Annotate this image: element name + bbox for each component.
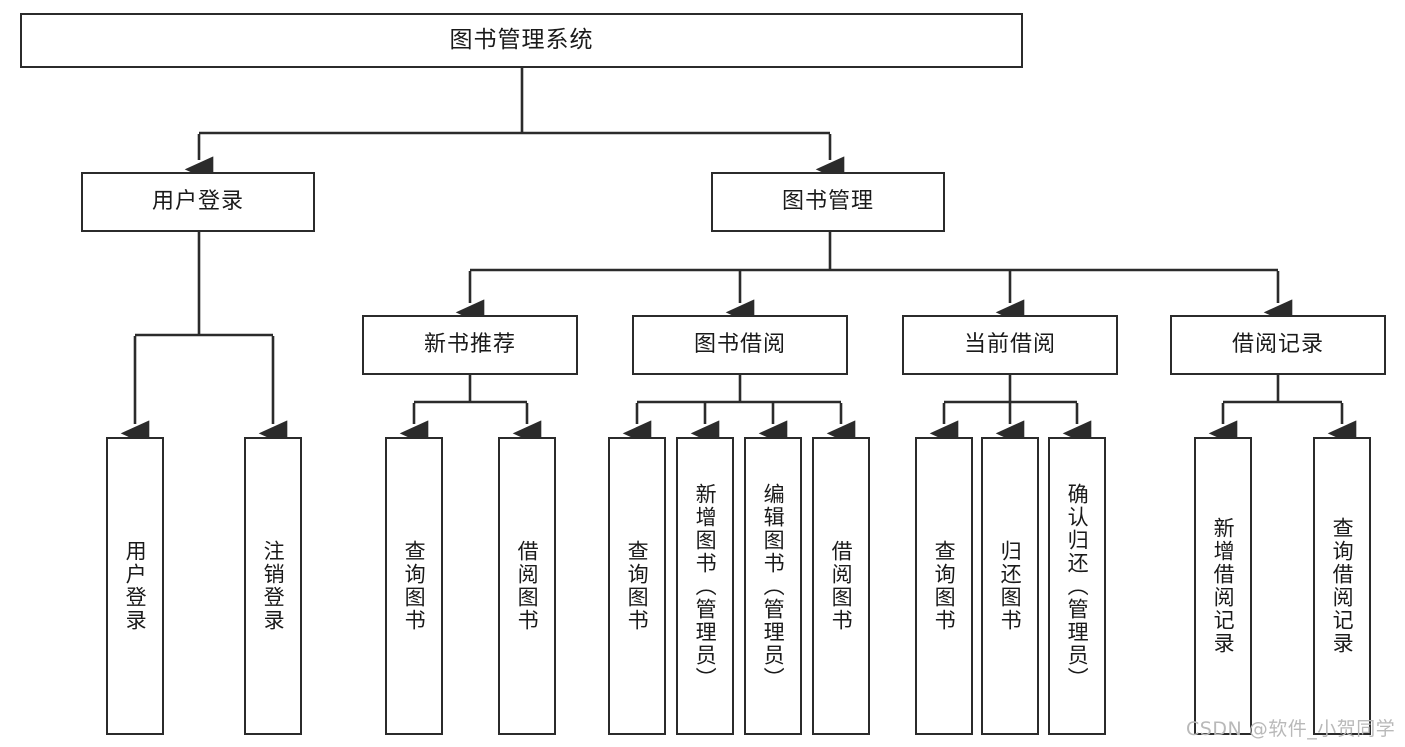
node-new-book-recommend[interactable]: 新书推荐 (362, 315, 578, 375)
node-book-borrow[interactable]: 图书借阅 (632, 315, 848, 375)
leaf-return-book[interactable]: 归还图书 (981, 437, 1039, 735)
leaf-edit-book-admin[interactable]: 编辑图书（管理员） (744, 437, 802, 735)
node-borrow-record[interactable]: 借阅记录 (1170, 315, 1386, 375)
leaf-query-book-1[interactable]: 查询图书 (385, 437, 443, 735)
leaf-add-book-admin[interactable]: 新增图书（管理员） (676, 437, 734, 735)
leaf-confirm-return-admin[interactable]: 确认归还（管理员） (1048, 437, 1106, 735)
watermark-text: CSDN @软件_小贺同学 (1186, 718, 1396, 740)
leaf-borrow-book-1[interactable]: 借阅图书 (498, 437, 556, 735)
node-root-system[interactable]: 图书管理系统 (20, 13, 1023, 68)
node-current-borrow[interactable]: 当前借阅 (902, 315, 1118, 375)
leaf-user-login[interactable]: 用户登录 (106, 437, 164, 735)
leaf-query-book-3[interactable]: 查询图书 (915, 437, 973, 735)
leaf-query-book-2[interactable]: 查询图书 (608, 437, 666, 735)
leaf-logout-login[interactable]: 注销登录 (244, 437, 302, 735)
leaf-query-borrow-record[interactable]: 查询借阅记录 (1313, 437, 1371, 735)
node-book-management[interactable]: 图书管理 (711, 172, 945, 232)
leaf-add-borrow-record[interactable]: 新增借阅记录 (1194, 437, 1252, 735)
node-user-login[interactable]: 用户登录 (81, 172, 315, 232)
leaf-borrow-book-2[interactable]: 借阅图书 (812, 437, 870, 735)
